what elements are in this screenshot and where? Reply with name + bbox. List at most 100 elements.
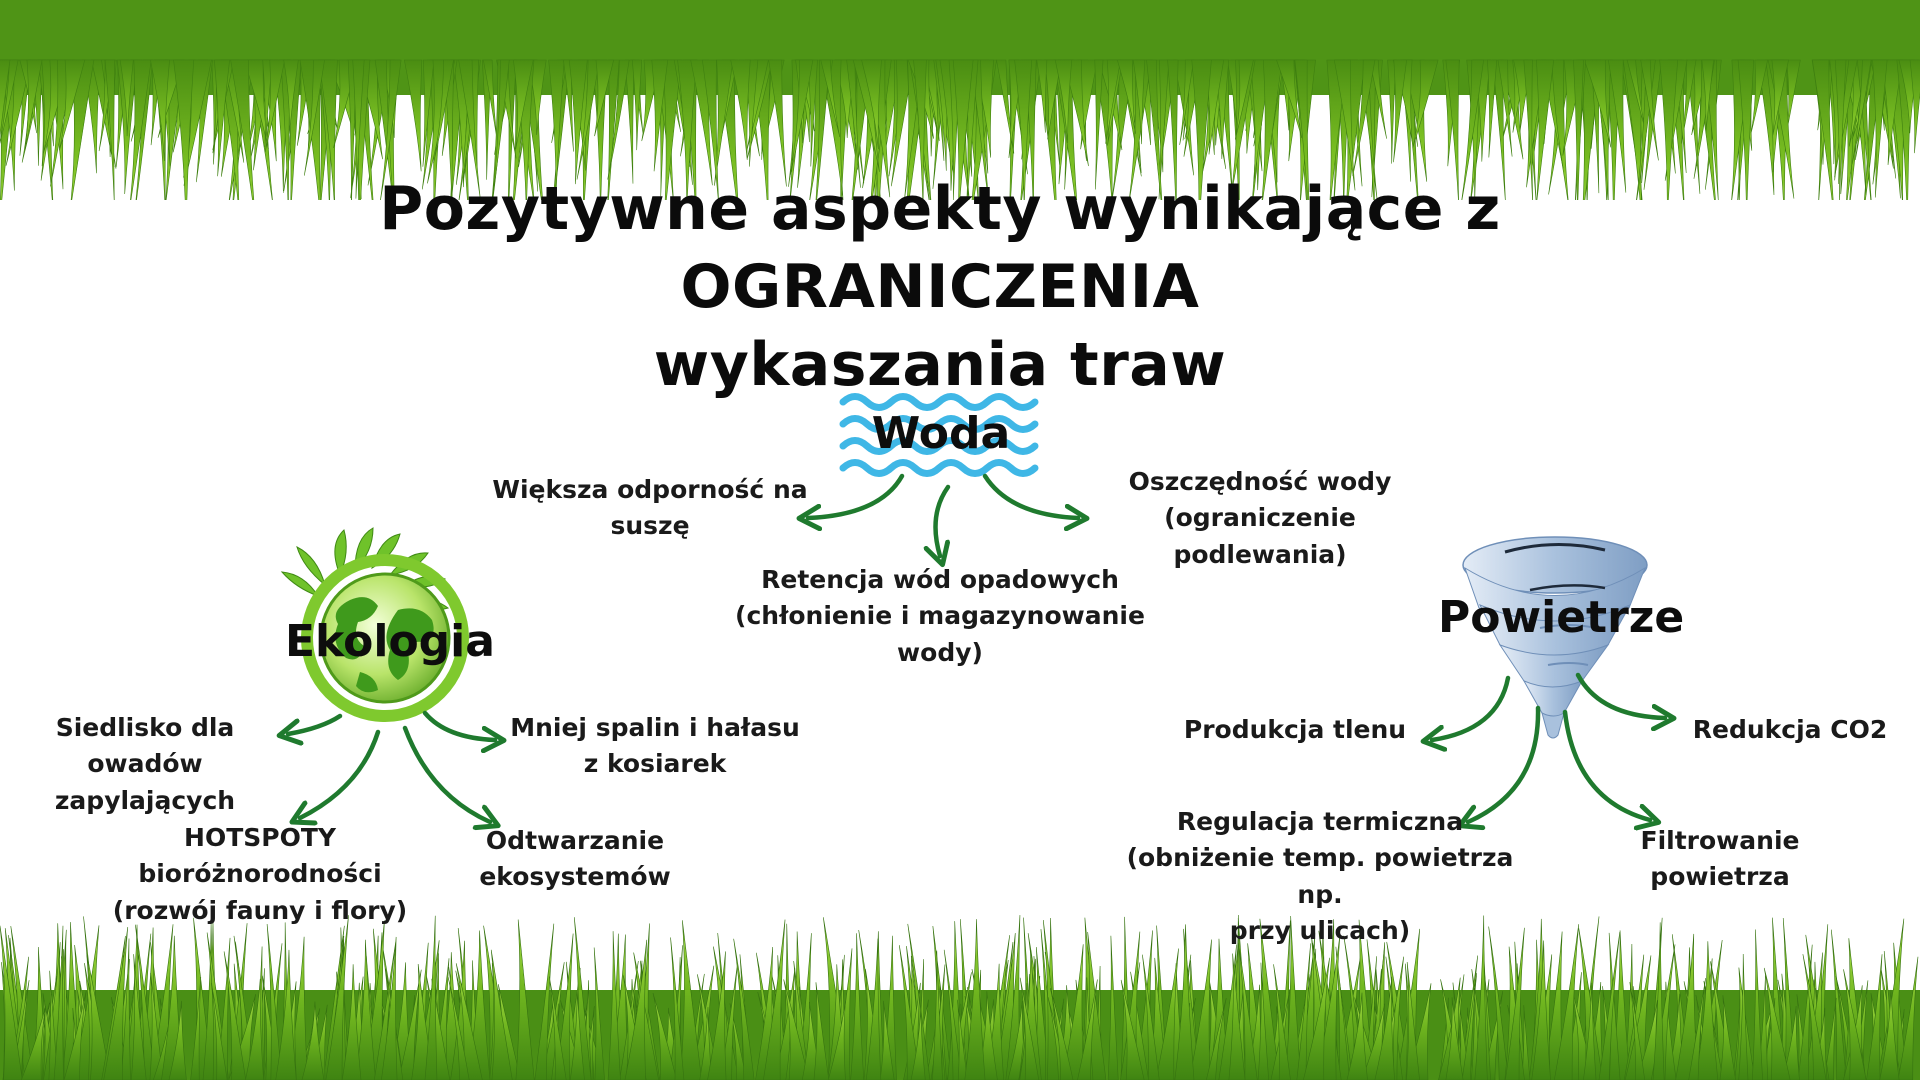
grass-blade	[899, 945, 921, 1080]
grass-blade	[1128, 59, 1152, 200]
grass-top-border	[0, 0, 1920, 200]
grass-blade	[1701, 59, 1714, 134]
grass-blade	[1019, 977, 1040, 1080]
grass-blade	[1179, 59, 1194, 146]
grass-blade	[398, 969, 422, 1080]
grass-blade	[53, 925, 64, 1080]
grass-blade	[1703, 59, 1719, 200]
grass-blade	[1276, 59, 1303, 139]
arrow-eko-ecosystems	[402, 725, 490, 822]
grass-blade	[952, 59, 974, 200]
grass-blade	[1481, 991, 1504, 1080]
grass-blade	[275, 949, 297, 1080]
grass-blade	[341, 964, 362, 1080]
grass-blade	[352, 59, 365, 199]
grass-blade	[403, 59, 423, 172]
woda-item-retention: Retencja wód opadowych (chłonienie i mag…	[735, 565, 1145, 667]
grass-blade	[861, 59, 882, 150]
grass-blade	[1335, 946, 1350, 1080]
grass-blade	[1598, 932, 1621, 1080]
grass-blade	[913, 59, 927, 200]
grass-blade	[1909, 59, 1920, 154]
grass-blade	[1491, 59, 1506, 200]
grass-blade	[5, 59, 32, 166]
grass-blade	[1461, 973, 1478, 1080]
grass-blade	[624, 59, 635, 184]
grass-blade	[223, 951, 247, 1080]
grass-blade	[1719, 995, 1736, 1080]
grass-blade	[1751, 929, 1763, 1080]
grass-blade	[0, 925, 23, 1080]
grass-blade	[491, 59, 510, 200]
grass-blade	[1273, 964, 1291, 1080]
arrow-woda-saving	[982, 473, 1078, 518]
grass-blade	[216, 937, 231, 1080]
grass-blade	[380, 59, 402, 200]
grass-blade	[266, 924, 283, 1080]
grass-blade	[1797, 944, 1813, 1080]
arrow-eko-habitat	[288, 713, 343, 734]
grass-blade	[607, 59, 630, 180]
grass-blade	[548, 976, 567, 1080]
grass-blade	[1167, 59, 1179, 200]
grass-blade	[1866, 954, 1883, 1080]
arrow-pow-filter	[1562, 709, 1650, 820]
grass-blade	[1608, 59, 1627, 193]
grass-blade	[24, 59, 43, 150]
grass-blade	[318, 59, 338, 200]
grass-blade	[1488, 926, 1509, 1080]
grass-blade	[1881, 59, 1903, 165]
grass-blade	[1782, 1006, 1800, 1080]
grass-blade	[374, 59, 394, 200]
grass-blade	[677, 59, 697, 200]
grass-blade	[301, 1001, 325, 1080]
grass-blade	[130, 59, 152, 200]
grass-blade	[714, 59, 734, 186]
grass-blade	[707, 951, 727, 1080]
grass-blade	[104, 59, 116, 200]
grass-bottom-border	[0, 915, 1920, 1080]
title-line-2: wykaszania traw	[653, 330, 1227, 400]
grass-blade	[1474, 915, 1488, 1080]
grass-blade	[1652, 922, 1665, 1080]
grass-blade	[1688, 978, 1706, 1080]
arrow-pow-oxygen	[1432, 675, 1511, 740]
grass-blade	[820, 59, 841, 138]
grass-blade	[0, 59, 11, 139]
grass-blade	[1077, 979, 1098, 1080]
grass-blade	[1049, 987, 1074, 1080]
grass-blade	[131, 954, 147, 1080]
grass-blade	[1583, 982, 1597, 1080]
grass-blade	[1054, 59, 1073, 143]
grass-blade	[1257, 962, 1269, 1080]
powietrze-item-co2: Redukcja CO2	[1692, 715, 1888, 744]
grass-blade	[213, 59, 230, 177]
grass-blade	[783, 979, 810, 1080]
grass-blade	[1374, 976, 1395, 1080]
water-waves-icon	[839, 393, 1039, 477]
grass-blade	[1680, 59, 1697, 144]
grass-blade	[1352, 59, 1376, 176]
grass-blade	[1044, 59, 1062, 140]
grass-blade	[729, 1003, 747, 1080]
grass-blade	[1094, 59, 1104, 190]
grass-blade	[168, 1000, 187, 1080]
grass-blade	[624, 939, 648, 1080]
grass-blade	[1802, 954, 1827, 1080]
grass-blade	[424, 915, 438, 1080]
grass-blade	[763, 919, 786, 1080]
grass-blade	[490, 949, 513, 1080]
grass-blade	[652, 993, 677, 1080]
grass-blade	[819, 59, 844, 200]
grass-blade	[1062, 944, 1085, 1080]
grass-blade	[1142, 954, 1160, 1080]
ekologia-item-hotspots: HOTSPOTY bioróżnorodności (rozwój fauny …	[112, 823, 408, 925]
page-title: Pozytywne aspekty wynikające z OGRANICZE…	[160, 170, 1720, 404]
title-line-1: Pozytywne aspekty wynikające z OGRANICZE…	[379, 174, 1501, 322]
grass-blade	[1368, 59, 1387, 139]
grass-blade	[1659, 59, 1679, 200]
grass-blade	[1132, 59, 1146, 145]
grass-blade	[1851, 59, 1872, 165]
grass-blade	[1823, 997, 1837, 1080]
